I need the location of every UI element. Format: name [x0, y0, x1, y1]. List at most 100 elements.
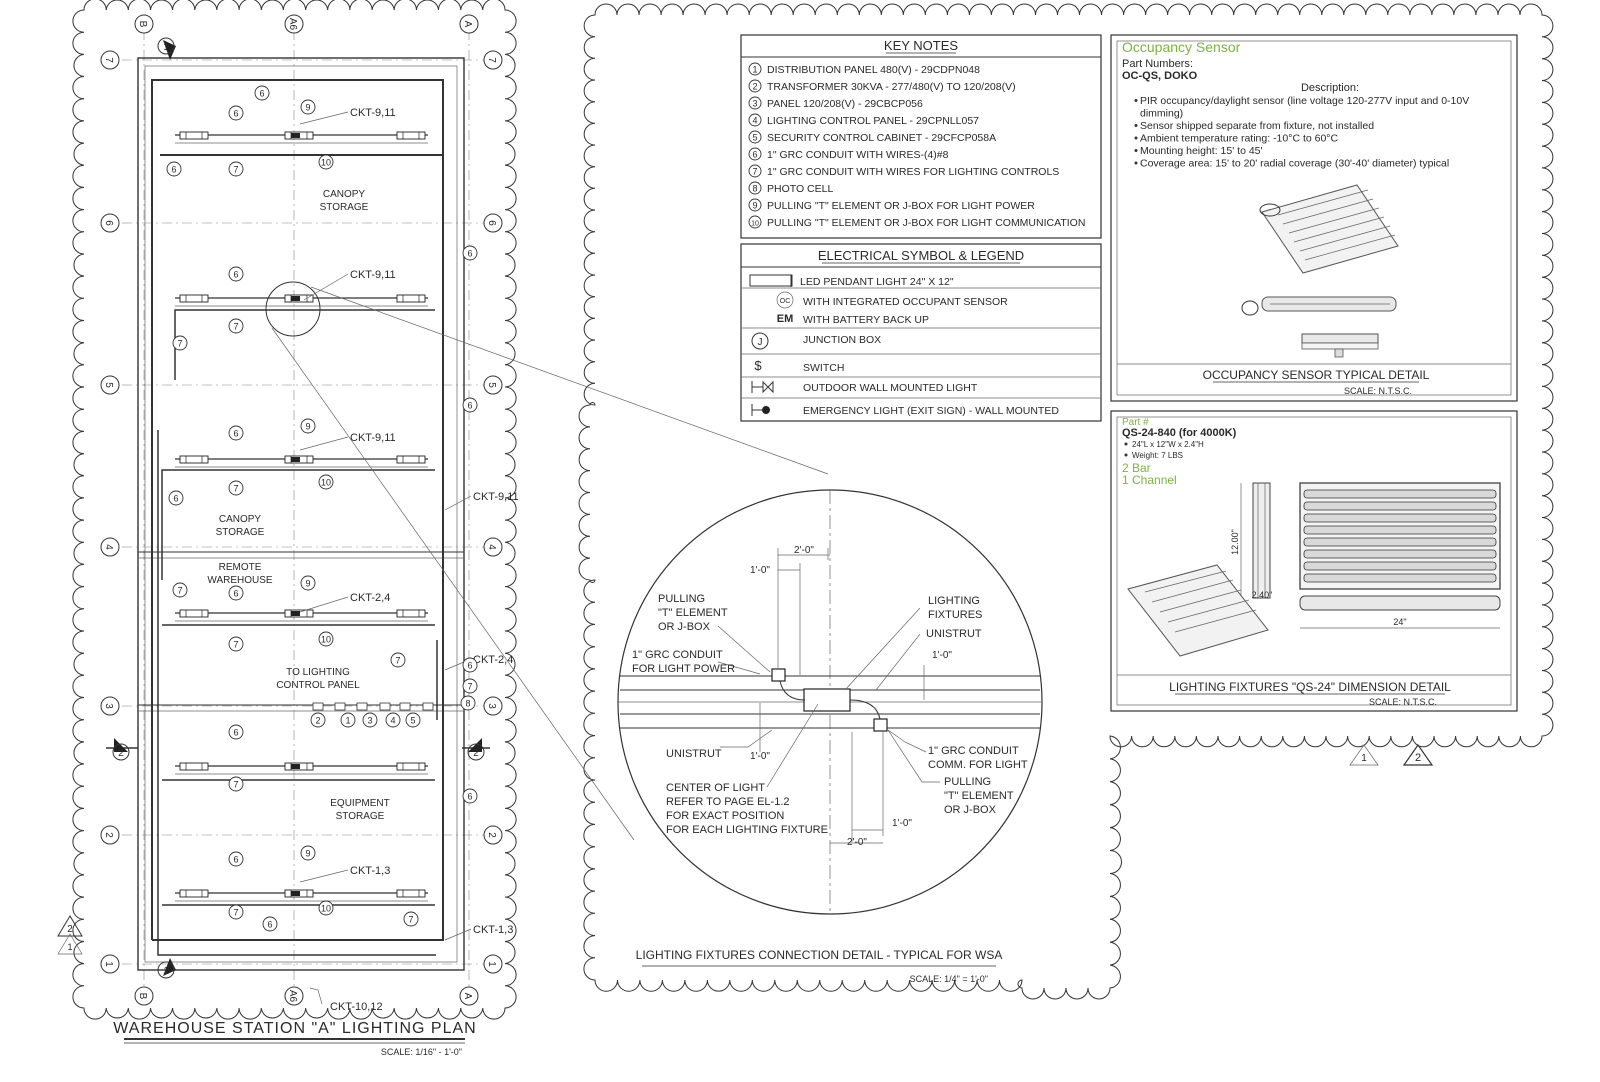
svg-text:5: 5 [486, 382, 497, 388]
svg-text:PULLING: PULLING [658, 593, 705, 605]
grid-bubble-left: 2 [100, 825, 120, 845]
svg-text:10: 10 [321, 635, 331, 645]
light-fixture [179, 609, 209, 618]
light-fixture-rows [175, 131, 428, 902]
grid-bubble-left: 1 [100, 954, 120, 974]
svg-text:OR J-BOX: OR J-BOX [944, 804, 997, 816]
svg-text:OC: OC [780, 298, 791, 305]
note-tag: 7 [228, 161, 244, 177]
emergency-light-icon [751, 404, 770, 416]
note-tag: 6 [168, 490, 184, 506]
note-tag: 9 [300, 99, 316, 115]
svg-text:7: 7 [486, 57, 497, 63]
grid-bubble-top: A6 [284, 14, 304, 34]
note-tag: 7 [462, 678, 478, 694]
svg-text:10: 10 [321, 904, 331, 914]
svg-text:UNISTRUT: UNISTRUT [666, 748, 722, 760]
section-mark-bottom: 1 [157, 958, 176, 979]
room-label: CANOPY [323, 189, 366, 200]
occupancy-bullet: Sensor shipped separate from fixture, no… [1140, 120, 1374, 132]
svg-text:A: A [462, 21, 473, 28]
light-fixture [396, 455, 426, 464]
svg-text:"T" ELEMENT: "T" ELEMENT [658, 607, 728, 619]
svg-text:1: 1 [163, 42, 169, 53]
room-label: STORAGE [336, 811, 385, 822]
svg-text:OR J-BOX: OR J-BOX [658, 621, 711, 633]
grid-bubble-right: 4 [483, 537, 503, 557]
svg-text:1: 1 [345, 716, 350, 726]
svg-text:1: 1 [103, 961, 114, 967]
svg-text:7: 7 [233, 908, 238, 918]
svg-text:LIGHTING CONTROL PANEL - 29CPN: LIGHTING CONTROL PANEL - 29CPNLL057 [767, 115, 979, 127]
room-label: STORAGE [320, 202, 369, 213]
light-fixture [396, 294, 426, 303]
occupancy-detail-scale: SCALE: N.T.S.C. [1344, 386, 1412, 396]
description-label: Description: [1301, 82, 1359, 94]
light-fixture [396, 762, 426, 771]
svg-text:6: 6 [233, 270, 238, 280]
svg-text:DISTRIBUTION PANEL 480(V) - 29: DISTRIBUTION PANEL 480(V) - 29CDPN048 [767, 64, 980, 76]
occupancy-bullet: Mounting height: 15' to 45' [1140, 145, 1263, 157]
note-tag: 7 [403, 911, 419, 927]
svg-text:1: 1 [1361, 753, 1367, 764]
svg-text:2'-0": 2'-0" [794, 545, 814, 556]
outdoor-wall-light-icon [751, 380, 774, 394]
fixture-detail-scale: SCALE: N.T.S.C. [1369, 697, 1437, 707]
svg-text:7: 7 [395, 656, 400, 666]
svg-text:3: 3 [752, 99, 757, 109]
occupancy-sensor-icon [776, 291, 794, 309]
room-label: REMOTE [219, 562, 262, 573]
grid-bubble-right: 1 [483, 954, 503, 974]
svg-text:6: 6 [233, 429, 238, 439]
grid-bubble-bottom: A6 [284, 986, 304, 1006]
note-tag: 6 [228, 851, 244, 867]
part-label: Part Numbers: [1122, 58, 1193, 70]
svg-text:1" GRC CONDUIT: 1" GRC CONDUIT [632, 649, 723, 661]
symbol-legend: ELECTRICAL SYMBOL & LEGEND OC EM J $ LED… [740, 243, 1102, 422]
svg-text:4: 4 [390, 716, 395, 726]
key-note-item: 5 SECURITY CONTROL CABINET - 29CFCP058A [748, 130, 996, 144]
revision-cloud-plan [72, 0, 517, 1020]
svg-text:9: 9 [305, 422, 310, 432]
svg-text:FOR EACH LIGHTING FIXTURE: FOR EACH LIGHTING FIXTURE [666, 824, 828, 836]
svg-text:7: 7 [233, 484, 238, 494]
occupancy-bullet: dimming) [1140, 108, 1183, 120]
grid-bubble-right: 3 [483, 696, 503, 716]
svg-text:2: 2 [67, 924, 73, 935]
note-tag: 7 [172, 335, 188, 351]
note-tag: 6 [262, 916, 278, 932]
dim-depth: 2.40" [1252, 590, 1273, 600]
grid-bubble-bottom: A [459, 986, 479, 1006]
svg-text:7: 7 [177, 339, 182, 349]
svg-text:CENTER OF LIGHT: CENTER OF LIGHT [666, 782, 765, 794]
legend-item-label: LED PENDANT LIGHT 24" X 12" [800, 276, 954, 288]
room-label: TO LIGHTING [286, 667, 350, 678]
svg-text:5: 5 [752, 133, 757, 143]
note-tag: 6 [228, 724, 244, 740]
legend-item-label: WITH INTEGRATED OCCUPANT SENSOR [803, 296, 1008, 308]
svg-text:1'-0": 1'-0" [892, 818, 912, 829]
svg-text:7: 7 [752, 167, 757, 177]
panel-tag: 2 [310, 712, 326, 728]
svg-text:1: 1 [486, 961, 497, 967]
occupancy-detail-title: OCCUPANCY SENSOR TYPICAL DETAIL [1203, 368, 1430, 382]
svg-text:6: 6 [103, 220, 114, 226]
svg-text:5: 5 [103, 382, 114, 388]
svg-text:SECURITY CONTROL CABINET - 29C: SECURITY CONTROL CABINET - 29CFCP058A [767, 132, 996, 144]
occupancy-bullet: Ambient temperature rating: -10°C to 60°… [1140, 133, 1338, 145]
grid-bubble-top: B [134, 14, 154, 34]
grid-bubble-right: 2 [483, 825, 503, 845]
occupancy-heading: Occupancy Sensor [1122, 39, 1241, 55]
circuit-label: CKT-9,11 [473, 491, 519, 503]
svg-text:4: 4 [103, 544, 114, 550]
plan-title: WAREHOUSE STATION "A" LIGHTING PLAN [113, 1020, 476, 1037]
note-tag: 9 [300, 575, 316, 591]
battery-backup-icon: EM [777, 313, 794, 325]
svg-text:7: 7 [233, 640, 238, 650]
svg-text:7: 7 [408, 915, 413, 925]
occupancy-bullet: PIR occupancy/daylight sensor (line volt… [1140, 95, 1469, 107]
svg-text:A6: A6 [287, 990, 298, 1003]
